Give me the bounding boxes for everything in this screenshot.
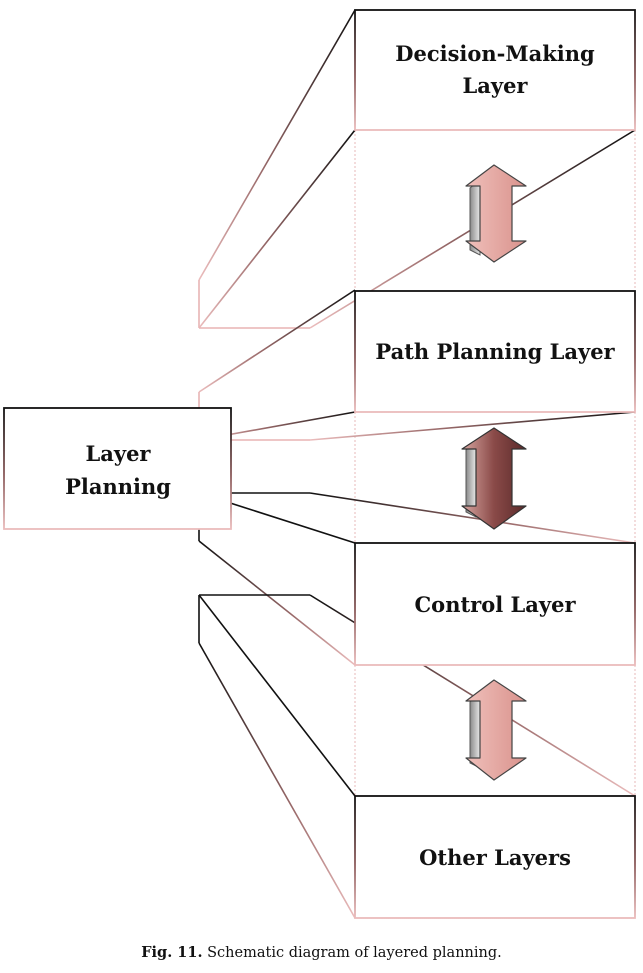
path-planning-label: Path Planning Layer (375, 339, 615, 364)
figure-caption-label: Fig. 11. (141, 944, 203, 961)
column-guides (354, 130, 636, 796)
control-layer-label: Control Layer (414, 592, 576, 617)
decision-making-layer-box: Decision-Making Layer (354, 9, 636, 131)
decision-making-label-line2: Layer (463, 73, 529, 98)
other-layers-box: Other Layers (354, 795, 636, 919)
path-planning-layer-box: Path Planning Layer (354, 290, 636, 413)
layer-planning-label-line2: Planning (65, 474, 171, 499)
double-arrow-icon (465, 164, 527, 263)
layer-planning-label-line1: Layer (86, 441, 152, 466)
layer-planning-box: Layer Planning (3, 407, 232, 530)
other-layers-label: Other Layers (419, 845, 571, 870)
figure-caption-text: Schematic diagram of layered planning. (207, 945, 502, 961)
double-arrow-icon (461, 427, 527, 530)
figure-caption: Fig. 11. Schematic diagram of layered pl… (0, 944, 643, 961)
double-arrow-icon (465, 679, 527, 781)
control-layer-box: Control Layer (354, 542, 636, 666)
decision-making-label-line1: Decision-Making (395, 41, 595, 66)
